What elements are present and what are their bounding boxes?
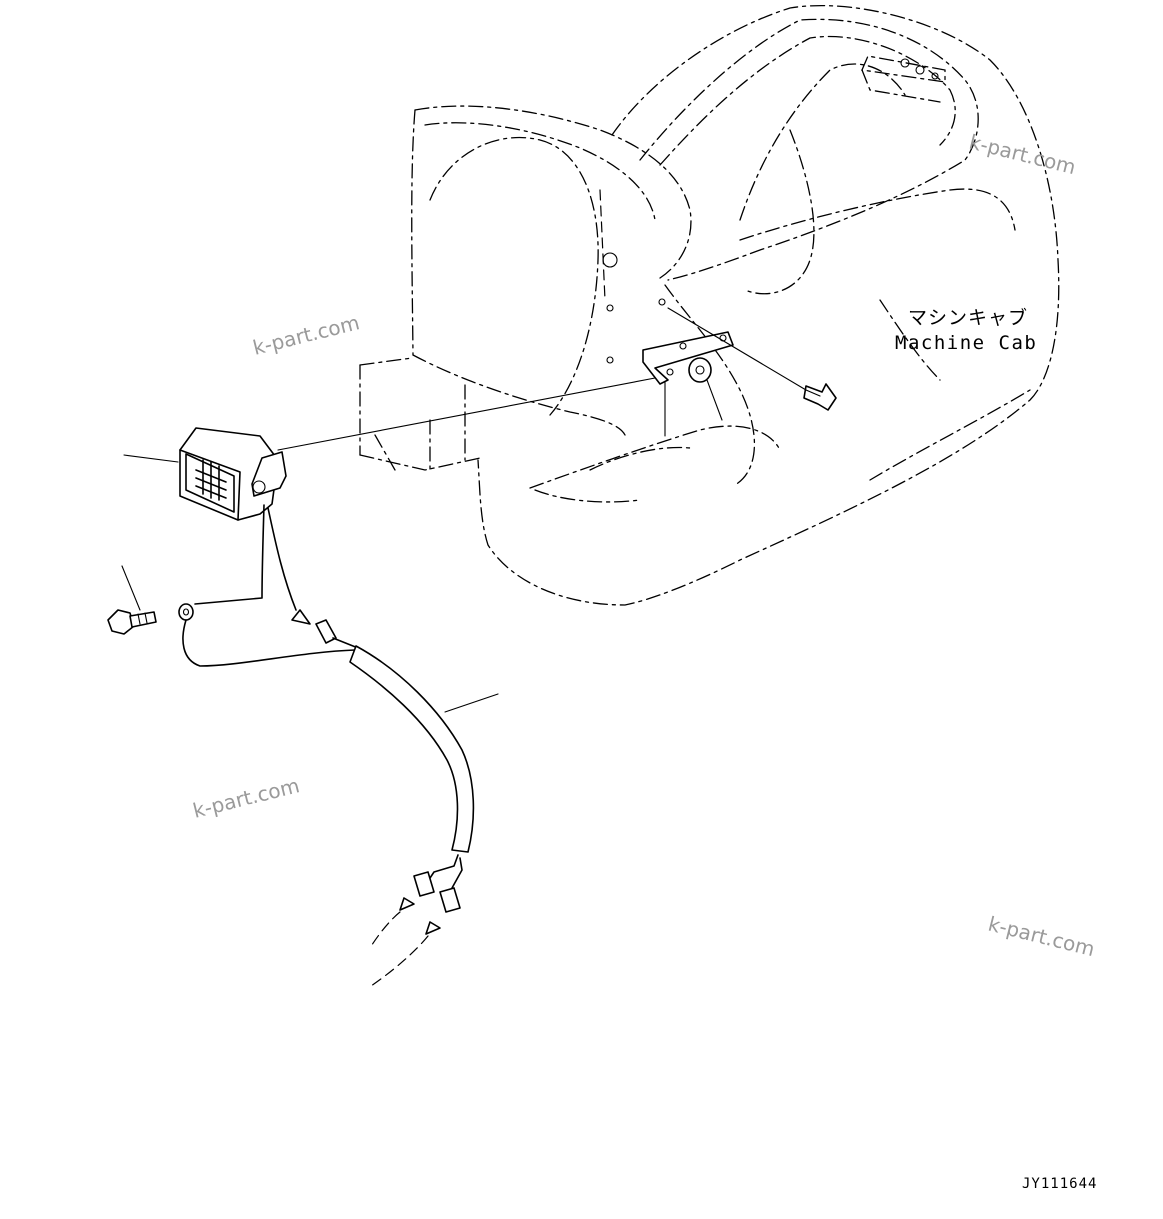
- work-lamp: [123, 427, 287, 521]
- mounting-bolt-right: [667, 307, 837, 411]
- cab-label-en: Machine Cab: [895, 332, 1037, 354]
- washer: [688, 357, 723, 421]
- wiring-harness: [178, 504, 499, 989]
- watermark: k-part.com: [986, 912, 1097, 962]
- cab-label-jp: マシンキャブ: [908, 306, 1028, 329]
- lamp-bracket: [642, 331, 734, 437]
- front-structure-outline: [359, 105, 692, 471]
- watermark: k-part.com: [250, 310, 361, 360]
- machine-cab-outline: [477, 5, 1060, 606]
- watermark: k-part.com: [967, 130, 1078, 180]
- watermark: k-part.com: [190, 773, 301, 823]
- drawing-code: JY111644: [1022, 1176, 1097, 1192]
- bolt-left: [107, 565, 157, 635]
